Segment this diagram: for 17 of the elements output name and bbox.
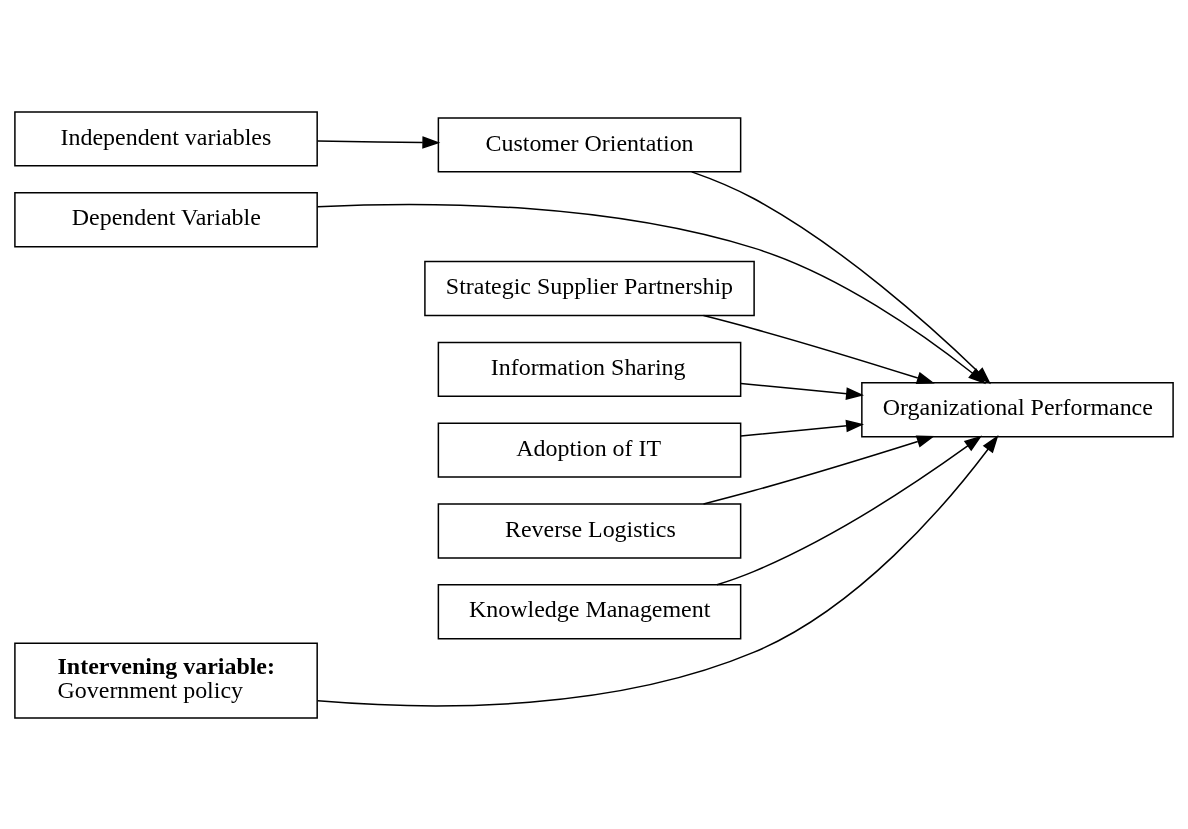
node-box: Knowledge Management — [437, 583, 742, 639]
node-box: Customer Orientation — [437, 116, 742, 173]
node-box: Information Sharing — [437, 341, 742, 397]
arrow — [316, 135, 441, 149]
arrow — [740, 419, 865, 437]
arrow — [317, 434, 999, 706]
node-box: Dependent Variable — [14, 191, 318, 247]
node-box: Strategic Supplier Partnership — [424, 260, 755, 316]
node-box: Organizational Performance — [861, 381, 1174, 437]
arrow — [702, 314, 935, 384]
arrow — [716, 435, 983, 586]
node-box: Independent variables — [14, 110, 318, 167]
node-box: Adoption of IT — [437, 422, 742, 478]
arrow — [702, 435, 935, 505]
arrow — [740, 382, 865, 400]
node-box: Reverse Logistics — [437, 502, 742, 559]
node-box: Intervening variable: Government policy — [14, 641, 318, 719]
